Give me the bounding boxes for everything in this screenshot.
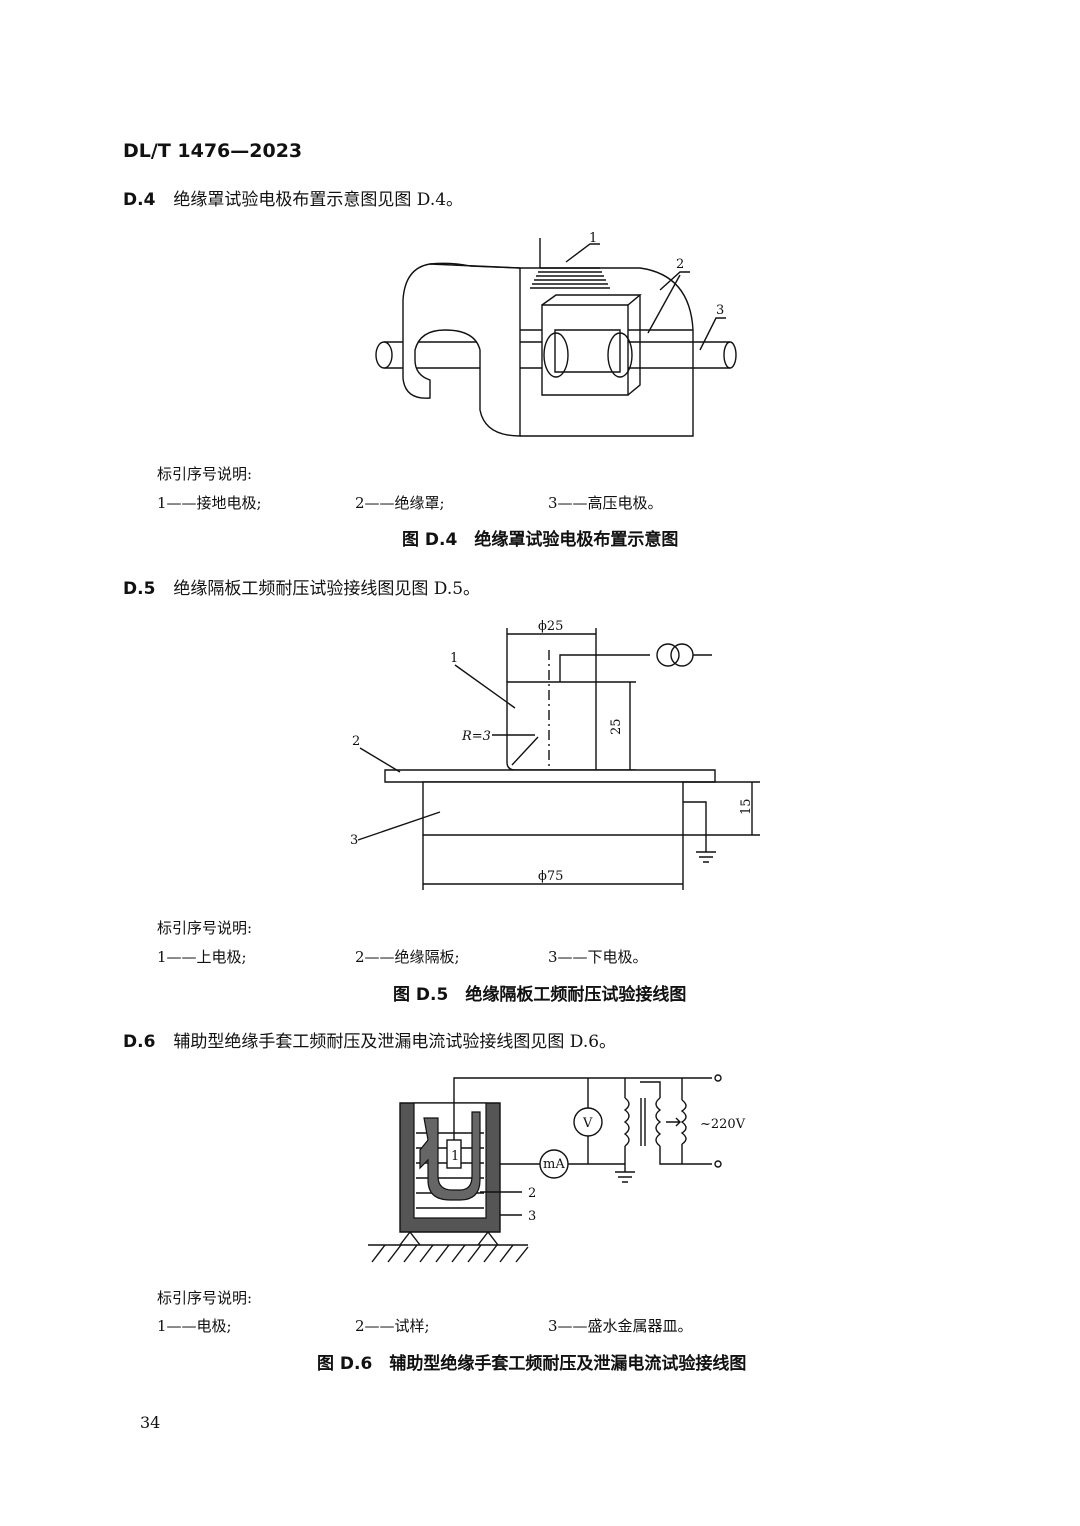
key-title-d5: 标引序号说明: — [157, 919, 253, 937]
fig-d6-label-2: 2 — [528, 1186, 536, 1201]
page-number: 34 — [140, 1413, 161, 1432]
clause-number: D.5 — [123, 579, 156, 599]
clause-d6: D.6 辅助型绝缘手套工频耐压及泄漏电流试验接线图见图 D.6。 — [123, 1027, 616, 1052]
fig-d6-label-1: 1 — [451, 1149, 459, 1164]
dim-bottom-height: 15 — [739, 798, 754, 815]
clause-d5: D.5 绝缘隔板工频耐压试验接线图见图 D.5。 — [123, 574, 480, 599]
key-d4-1: 1——接地电极; — [157, 494, 262, 512]
caption-d6: 图 D.6 辅助型绝缘手套工频耐压及泄漏电流试验接线图 — [317, 1354, 747, 1374]
standard-number: DL/T 1476—2023 — [123, 140, 303, 162]
key-d6-1: 1——电极; — [157, 1317, 232, 1335]
dim-top-height: 25 — [609, 718, 624, 735]
caption-d5: 图 D.5 绝缘隔板工频耐压试验接线图 — [393, 985, 687, 1005]
key-d4-3: 3——高压电极。 — [548, 494, 663, 512]
key-d5-3: 3——下电极。 — [548, 948, 648, 966]
clause-number: D.4 — [123, 190, 156, 210]
clause-text: 绝缘罩试验电极布置示意图见图 D.4。 — [173, 190, 464, 210]
key-d5-2: 2——绝缘隔板; — [355, 948, 460, 966]
fig-d4-label-3: 3 — [716, 303, 724, 318]
caption-d4: 图 D.4 绝缘罩试验电极布置示意图 — [402, 530, 679, 550]
key-d4-2: 2——绝缘罩; — [355, 494, 445, 512]
fig-d4-label-1: 1 — [589, 231, 597, 246]
clause-number: D.6 — [123, 1032, 156, 1052]
fig-d5-label-2: 2 — [352, 734, 360, 749]
key-d6-2: 2——试样; — [355, 1317, 430, 1335]
dim-top-diameter: ϕ25 — [538, 619, 563, 634]
clause-text: 辅助型绝缘手套工频耐压及泄漏电流试验接线图见图 D.6。 — [173, 1032, 617, 1052]
dim-radius: R=3 — [461, 729, 491, 744]
fig-d5-label-3: 3 — [350, 833, 358, 848]
voltmeter-symbol: V — [582, 1116, 593, 1131]
clause-text: 绝缘隔板工频耐压试验接线图见图 D.5。 — [173, 579, 481, 599]
key-title-d4: 标引序号说明: — [157, 465, 253, 483]
clause-d4: D.4 绝缘罩试验电极布置示意图见图 D.4。 — [123, 185, 463, 210]
key-d5-1: 1——上电极; — [157, 948, 247, 966]
fig-d5-label-1: 1 — [450, 651, 458, 666]
dim-bottom-diameter: ϕ75 — [538, 869, 563, 884]
ammeter-symbol: mA — [543, 1157, 565, 1172]
key-title-d6: 标引序号说明: — [157, 1289, 253, 1307]
fig-d6-label-3: 3 — [528, 1209, 536, 1224]
supply-label: ~220V — [700, 1117, 746, 1132]
key-d6-3: 3——盛水金属器皿。 — [548, 1317, 693, 1335]
fig-d4-label-2: 2 — [676, 257, 684, 272]
